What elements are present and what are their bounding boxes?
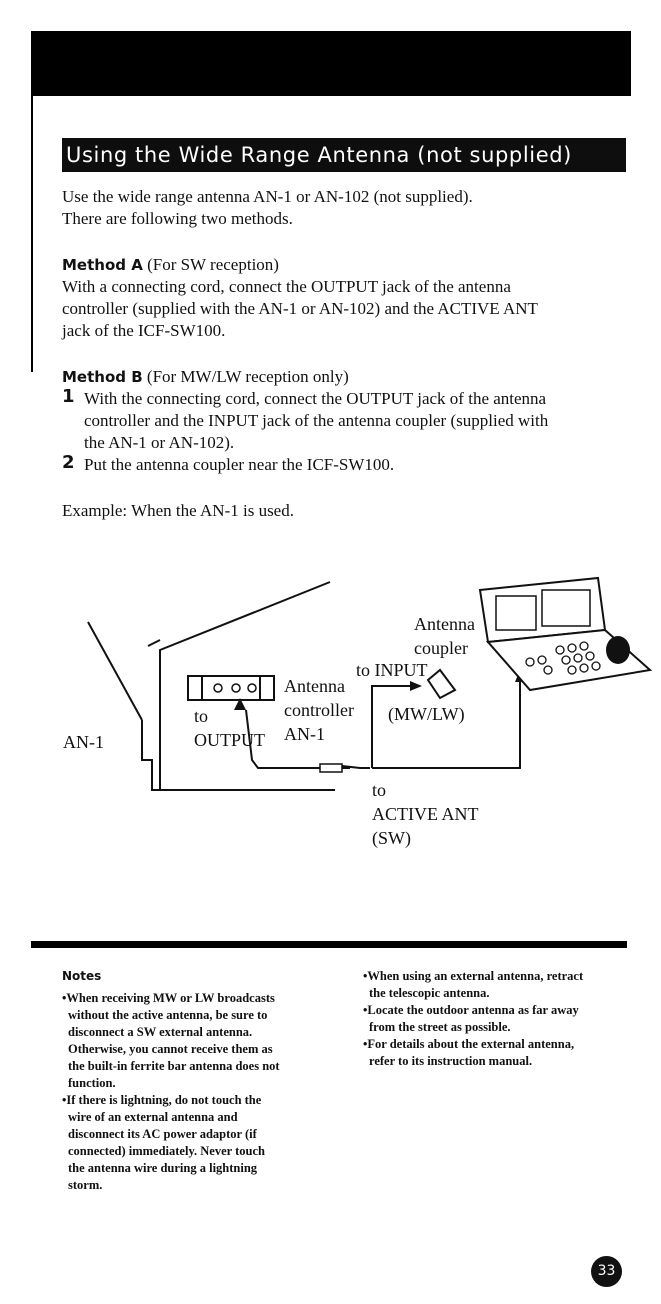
note-line: •When receiving MW or LW broadcasts xyxy=(62,991,275,1005)
step-1-line-1: With the connecting cord, connect the OU… xyxy=(84,389,547,408)
label-coupler-1: Antenna xyxy=(414,614,475,634)
section-heading: Using the Wide Range Antenna (not suppli… xyxy=(62,138,626,172)
method-b-label: Method B xyxy=(62,368,143,386)
label-to-output-2: OUTPUT xyxy=(194,730,265,750)
method-a-line-1: With a connecting cord, connect the OUTP… xyxy=(62,277,511,296)
note-line: disconnect its AC power adaptor (if xyxy=(68,1127,257,1141)
note-line: wire of an external antenna and xyxy=(68,1110,238,1124)
step-1-number: 1 xyxy=(62,386,75,407)
note-line: the built-in ferrite bar antenna does no… xyxy=(68,1059,280,1073)
notes-right: •When using an external antenna, retract… xyxy=(363,968,583,1070)
intro-line-2: There are following two methods. xyxy=(62,209,293,228)
label-to-output-1: to xyxy=(194,706,208,726)
notes-heading: Notes xyxy=(62,969,102,983)
note-line: disconnect a SW external antenna. xyxy=(68,1025,253,1039)
method-a-label: Method A xyxy=(62,256,143,274)
note-line: •Locate the outdoor antenna as far away xyxy=(363,1003,579,1017)
note-line: function. xyxy=(68,1076,116,1090)
notes-rule xyxy=(31,941,627,948)
label-an1: AN-1 xyxy=(63,732,104,752)
note-line: Otherwise, you cannot receive them as xyxy=(68,1042,273,1056)
note-line: storm. xyxy=(68,1178,103,1192)
antenna-connection-diagram: AN-1 to OUTPUT Antenna controller AN-1 A… xyxy=(63,576,653,849)
step-1-line-2: controller and the INPUT jack of the ant… xyxy=(84,411,549,430)
label-to-input: to INPUT xyxy=(356,660,428,680)
note-line: from the street as possible. xyxy=(369,1020,511,1034)
notes-left: Notes •When receiving MW or LW broadcast… xyxy=(62,968,280,1194)
label-controller-2: controller xyxy=(284,700,354,720)
note-line: •For details about the external antenna, xyxy=(363,1037,575,1051)
intro-line-1: Use the wide range antenna AN-1 or AN-10… xyxy=(62,187,473,206)
method-a-line-3: jack of the ICF-SW100. xyxy=(62,321,226,340)
note-line: •If there is lightning, do not touch the xyxy=(62,1093,262,1107)
margin-rule xyxy=(31,96,33,372)
method-a-qualifier: (For SW reception) xyxy=(142,255,279,274)
label-mwlw: (MW/LW) xyxy=(388,704,465,725)
step-2-line-1: Put the antenna coupler near the ICF-SW1… xyxy=(84,455,395,474)
page-number: 33 xyxy=(591,1256,622,1287)
method-a-heading: Method A (For SW reception) xyxy=(62,254,637,276)
label-active-2: ACTIVE ANT xyxy=(372,804,479,824)
note-line: connected) immediately. Never touch xyxy=(68,1144,265,1158)
label-controller-3: AN-1 xyxy=(284,724,325,744)
note-line: refer to its instruction manual. xyxy=(369,1054,533,1068)
note-line: the antenna wire during a lightning xyxy=(68,1161,258,1175)
step-1-line-3: the AN-1 or AN-102). xyxy=(84,433,235,452)
label-controller-1: Antenna xyxy=(284,676,345,696)
antenna-controller xyxy=(187,675,275,710)
note-line: the telescopic antenna. xyxy=(369,986,490,1000)
label-active-1: to xyxy=(372,780,386,800)
method-b-qualifier: (For MW/LW reception only) xyxy=(142,367,349,386)
header-bar xyxy=(31,31,631,96)
step-2-number: 2 xyxy=(62,452,75,473)
method-b-heading: Method B (For MW/LW reception only) xyxy=(62,366,637,388)
example-caption: Example: When the AN-1 is used. xyxy=(62,501,294,520)
note-line: •When using an external antenna, retract xyxy=(363,969,584,983)
method-a-line-2: controller (supplied with the AN-1 or AN… xyxy=(62,299,538,318)
icf-sw100-radio xyxy=(478,576,653,692)
label-coupler-2: coupler xyxy=(414,638,468,658)
label-active-3: (SW) xyxy=(372,828,411,849)
note-line: without the active antenna, be sure to xyxy=(68,1008,268,1022)
